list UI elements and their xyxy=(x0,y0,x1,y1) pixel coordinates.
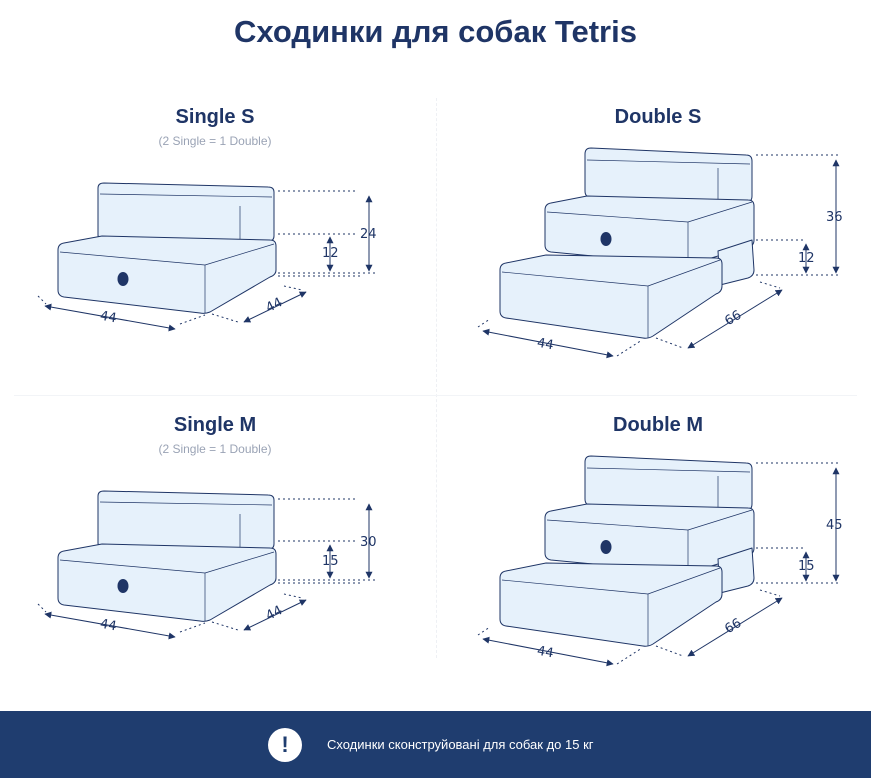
handle-hole xyxy=(600,540,612,554)
double-s-step-height-label: 12 xyxy=(798,251,815,266)
handle-hole xyxy=(117,272,129,286)
page-title: Сходинки для собак Tetris xyxy=(234,14,637,49)
vertical-divider xyxy=(436,98,438,658)
horizontal-divider xyxy=(14,395,857,396)
double-s-steps xyxy=(499,147,755,339)
panel-title-single-s: Single S xyxy=(175,106,255,128)
single-m-width-label: 44 xyxy=(98,616,118,635)
double-m-step-height-label: 15 xyxy=(798,559,815,574)
single-s-dimension-lines xyxy=(37,190,378,332)
panel-subtitle-single-m: (2 Single = 1 Double) xyxy=(158,442,272,456)
single-s-step-height-label: 12 xyxy=(322,246,339,261)
double-s-total-height-label: 36 xyxy=(826,210,843,225)
panel-subtitle-single-s: (2 Single = 1 Double) xyxy=(158,134,272,148)
panel-title-double-m: Double M xyxy=(613,414,703,436)
footer-text: Сходинки сконструйовані для собак до 15 … xyxy=(327,737,594,752)
exclamation-icon: ! xyxy=(268,728,302,762)
double-s-width-label: 44 xyxy=(535,335,555,354)
double-m-total-height-label: 45 xyxy=(826,518,843,533)
single-m-step-height-label: 15 xyxy=(322,554,339,569)
footer-banner: ! Сходинки сконструйовані для собак до 1… xyxy=(0,711,871,778)
double-m-width-label: 44 xyxy=(535,643,555,662)
single-s-width-label: 44 xyxy=(98,308,118,327)
double-m-steps xyxy=(499,455,755,647)
steps-drawing xyxy=(37,147,840,667)
panel-title-double-s: Double S xyxy=(614,106,702,128)
handle-hole xyxy=(117,579,129,593)
single-s-steps xyxy=(57,182,277,314)
single-m-total-height-label: 30 xyxy=(360,535,377,550)
single-s-total-height-label: 24 xyxy=(360,227,377,242)
panel-title-single-m: Single M xyxy=(173,414,257,436)
double-m-dimension-lines xyxy=(477,462,840,667)
handle-hole xyxy=(600,232,612,246)
double-s-dimension-lines xyxy=(477,154,840,359)
single-m-dimension-lines xyxy=(37,498,378,640)
single-m-steps xyxy=(57,490,277,622)
